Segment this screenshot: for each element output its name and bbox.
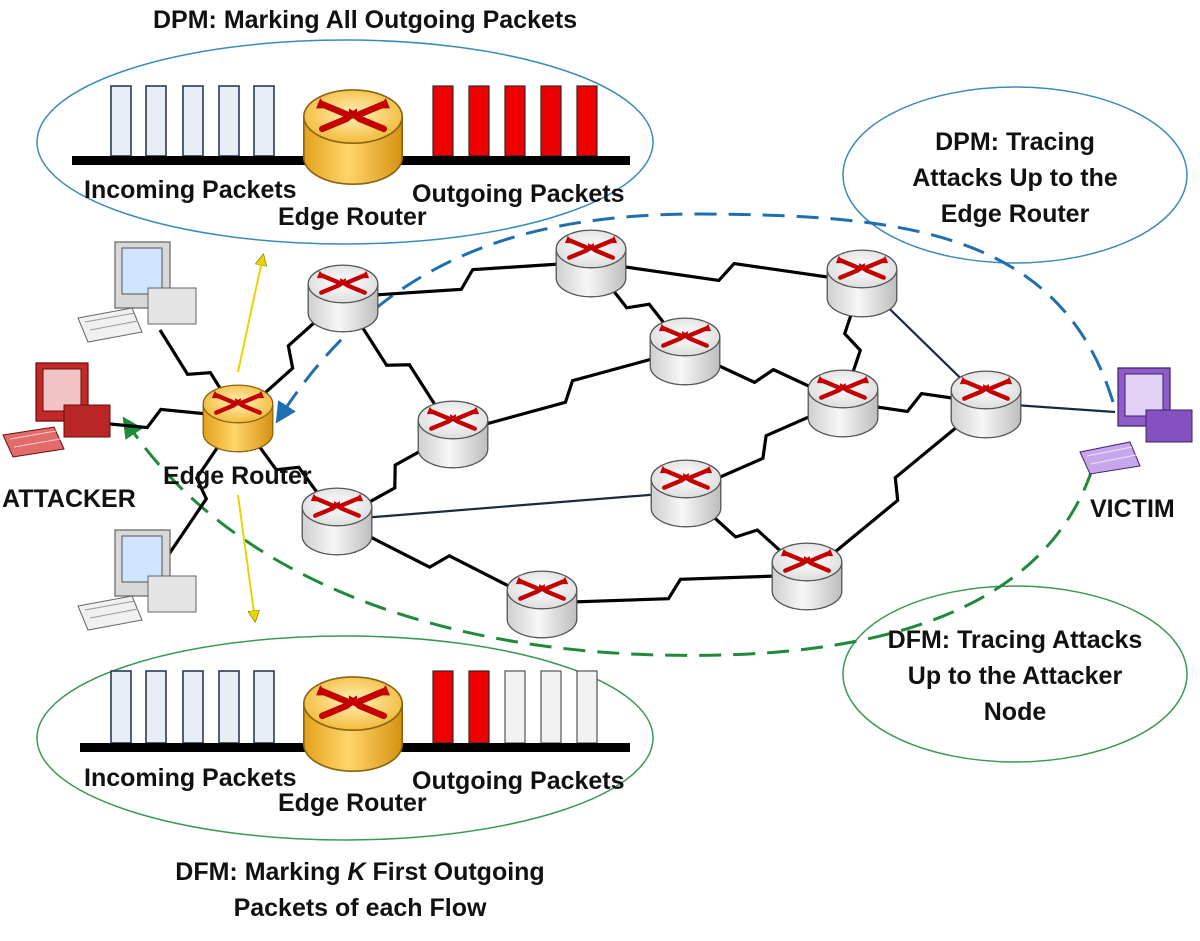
dfm-panel-ellipse bbox=[36, 635, 654, 841]
incoming-packet bbox=[253, 670, 275, 744]
dfm-trace-path bbox=[122, 416, 1094, 657]
router-icon bbox=[807, 369, 879, 438]
upward-packet-arrow bbox=[237, 256, 263, 373]
client-computer bbox=[77, 529, 197, 631]
edge-router-icon bbox=[202, 384, 274, 453]
unmarked-packet bbox=[540, 670, 562, 744]
router-icon bbox=[950, 370, 1022, 439]
router-icon bbox=[506, 570, 578, 639]
incoming-packet bbox=[218, 85, 240, 157]
network-link bbox=[336, 518, 543, 605]
network-link bbox=[805, 401, 988, 577]
dpm-panel-ellipse bbox=[36, 39, 654, 245]
router-icon bbox=[555, 229, 627, 298]
victim-computer bbox=[1079, 367, 1193, 475]
dpm-trace-callout-text: DPM: Tracing Attacks Up to the Edge Rout… bbox=[880, 124, 1150, 232]
dfm-trace-callout-text: DFM: Tracing Attacks Up to the Attacker … bbox=[870, 622, 1160, 730]
client-computer bbox=[77, 241, 197, 343]
dfm-trace-callout-ellipse bbox=[842, 585, 1188, 763]
dfm-trace-line-1: DFM: Tracing Attacks bbox=[887, 626, 1143, 654]
dfm-title-line-1: DFM: Marking K First Outgoing bbox=[130, 854, 590, 890]
unmarked-packet bbox=[576, 670, 598, 744]
dfm-packet-row bbox=[80, 670, 630, 752]
incoming-packet bbox=[110, 670, 132, 744]
dpm-trace-line-2: Attacks Up to the bbox=[912, 164, 1118, 192]
link-bar-out bbox=[398, 743, 630, 752]
attacker-computer bbox=[2, 362, 111, 458]
marked-packet bbox=[432, 85, 454, 157]
dfm-title-prefix: DFM: Marking bbox=[175, 858, 348, 886]
network-link bbox=[452, 348, 686, 435]
unmarked-packet bbox=[504, 670, 526, 744]
incoming-packet bbox=[182, 670, 204, 744]
network-link bbox=[342, 260, 592, 299]
incoming-packet bbox=[182, 85, 204, 157]
router-icon bbox=[307, 264, 379, 333]
dpm-title: DPM: Marking All Outgoing Packets bbox=[153, 6, 578, 34]
incoming-packet bbox=[253, 85, 275, 157]
router-icon bbox=[301, 487, 373, 556]
marked-packet bbox=[468, 85, 490, 157]
link-bar-out bbox=[398, 156, 630, 165]
link-bar-in bbox=[72, 156, 312, 165]
incoming-packet bbox=[145, 670, 167, 744]
link-bar-in bbox=[80, 743, 312, 752]
dpm-trace-path bbox=[275, 212, 1115, 424]
marked-packet bbox=[468, 670, 490, 744]
incoming-packet bbox=[110, 85, 132, 157]
router-icon bbox=[649, 317, 721, 386]
marked-packet bbox=[540, 85, 562, 157]
dpm-trace-line-1: DPM: Tracing bbox=[935, 128, 1095, 156]
attacker-label: ATTACKER bbox=[2, 485, 136, 513]
network-link bbox=[336, 490, 687, 522]
network-link bbox=[341, 296, 455, 434]
dfm-outgoing-label: Outgoing Packets bbox=[412, 767, 625, 795]
dpm-incoming-label: Incoming Packets bbox=[84, 176, 297, 204]
router-icon bbox=[771, 542, 843, 611]
incoming-packet bbox=[218, 670, 240, 744]
marked-packet bbox=[504, 85, 526, 157]
victim-label: VICTIM bbox=[1090, 495, 1175, 523]
dfm-title: DFM: Marking K First Outgoing Packets of… bbox=[130, 854, 590, 926]
incoming-packet bbox=[145, 85, 167, 157]
network-link bbox=[541, 573, 808, 605]
marked-packet bbox=[432, 670, 454, 744]
dfm-incoming-label: Incoming Packets bbox=[84, 764, 297, 792]
dpm-packet-row bbox=[72, 85, 630, 165]
dfm-trace-line-3: Node bbox=[983, 698, 1047, 726]
dfm-router-label: Edge Router bbox=[278, 789, 427, 817]
dfm-edge-router bbox=[302, 676, 404, 772]
dfm-title-k: K bbox=[347, 858, 366, 886]
downward-packet-arrow bbox=[237, 494, 255, 620]
dpm-router-label: Edge Router bbox=[278, 203, 427, 231]
dpm-edge-router bbox=[302, 89, 404, 185]
dpm-outgoing-label: Outgoing Packets bbox=[412, 180, 625, 208]
router-icon bbox=[826, 249, 898, 318]
network-routers bbox=[202, 229, 1022, 639]
marked-packet bbox=[576, 85, 598, 157]
network-link bbox=[590, 260, 863, 284]
network-edge-router-label: Edge Router bbox=[163, 462, 312, 490]
dfm-title-suffix: First Outgoing bbox=[365, 858, 545, 886]
dpm-trace-callout-ellipse bbox=[842, 86, 1188, 264]
dpm-trace-line-3: Edge Router bbox=[940, 200, 1090, 228]
router-icon bbox=[650, 459, 722, 528]
router-icon bbox=[417, 400, 489, 469]
network-link bbox=[685, 400, 844, 494]
dfm-trace-line-2: Up to the Attacker bbox=[907, 662, 1123, 690]
dfm-title-line-2: Packets of each Flow bbox=[233, 894, 487, 922]
